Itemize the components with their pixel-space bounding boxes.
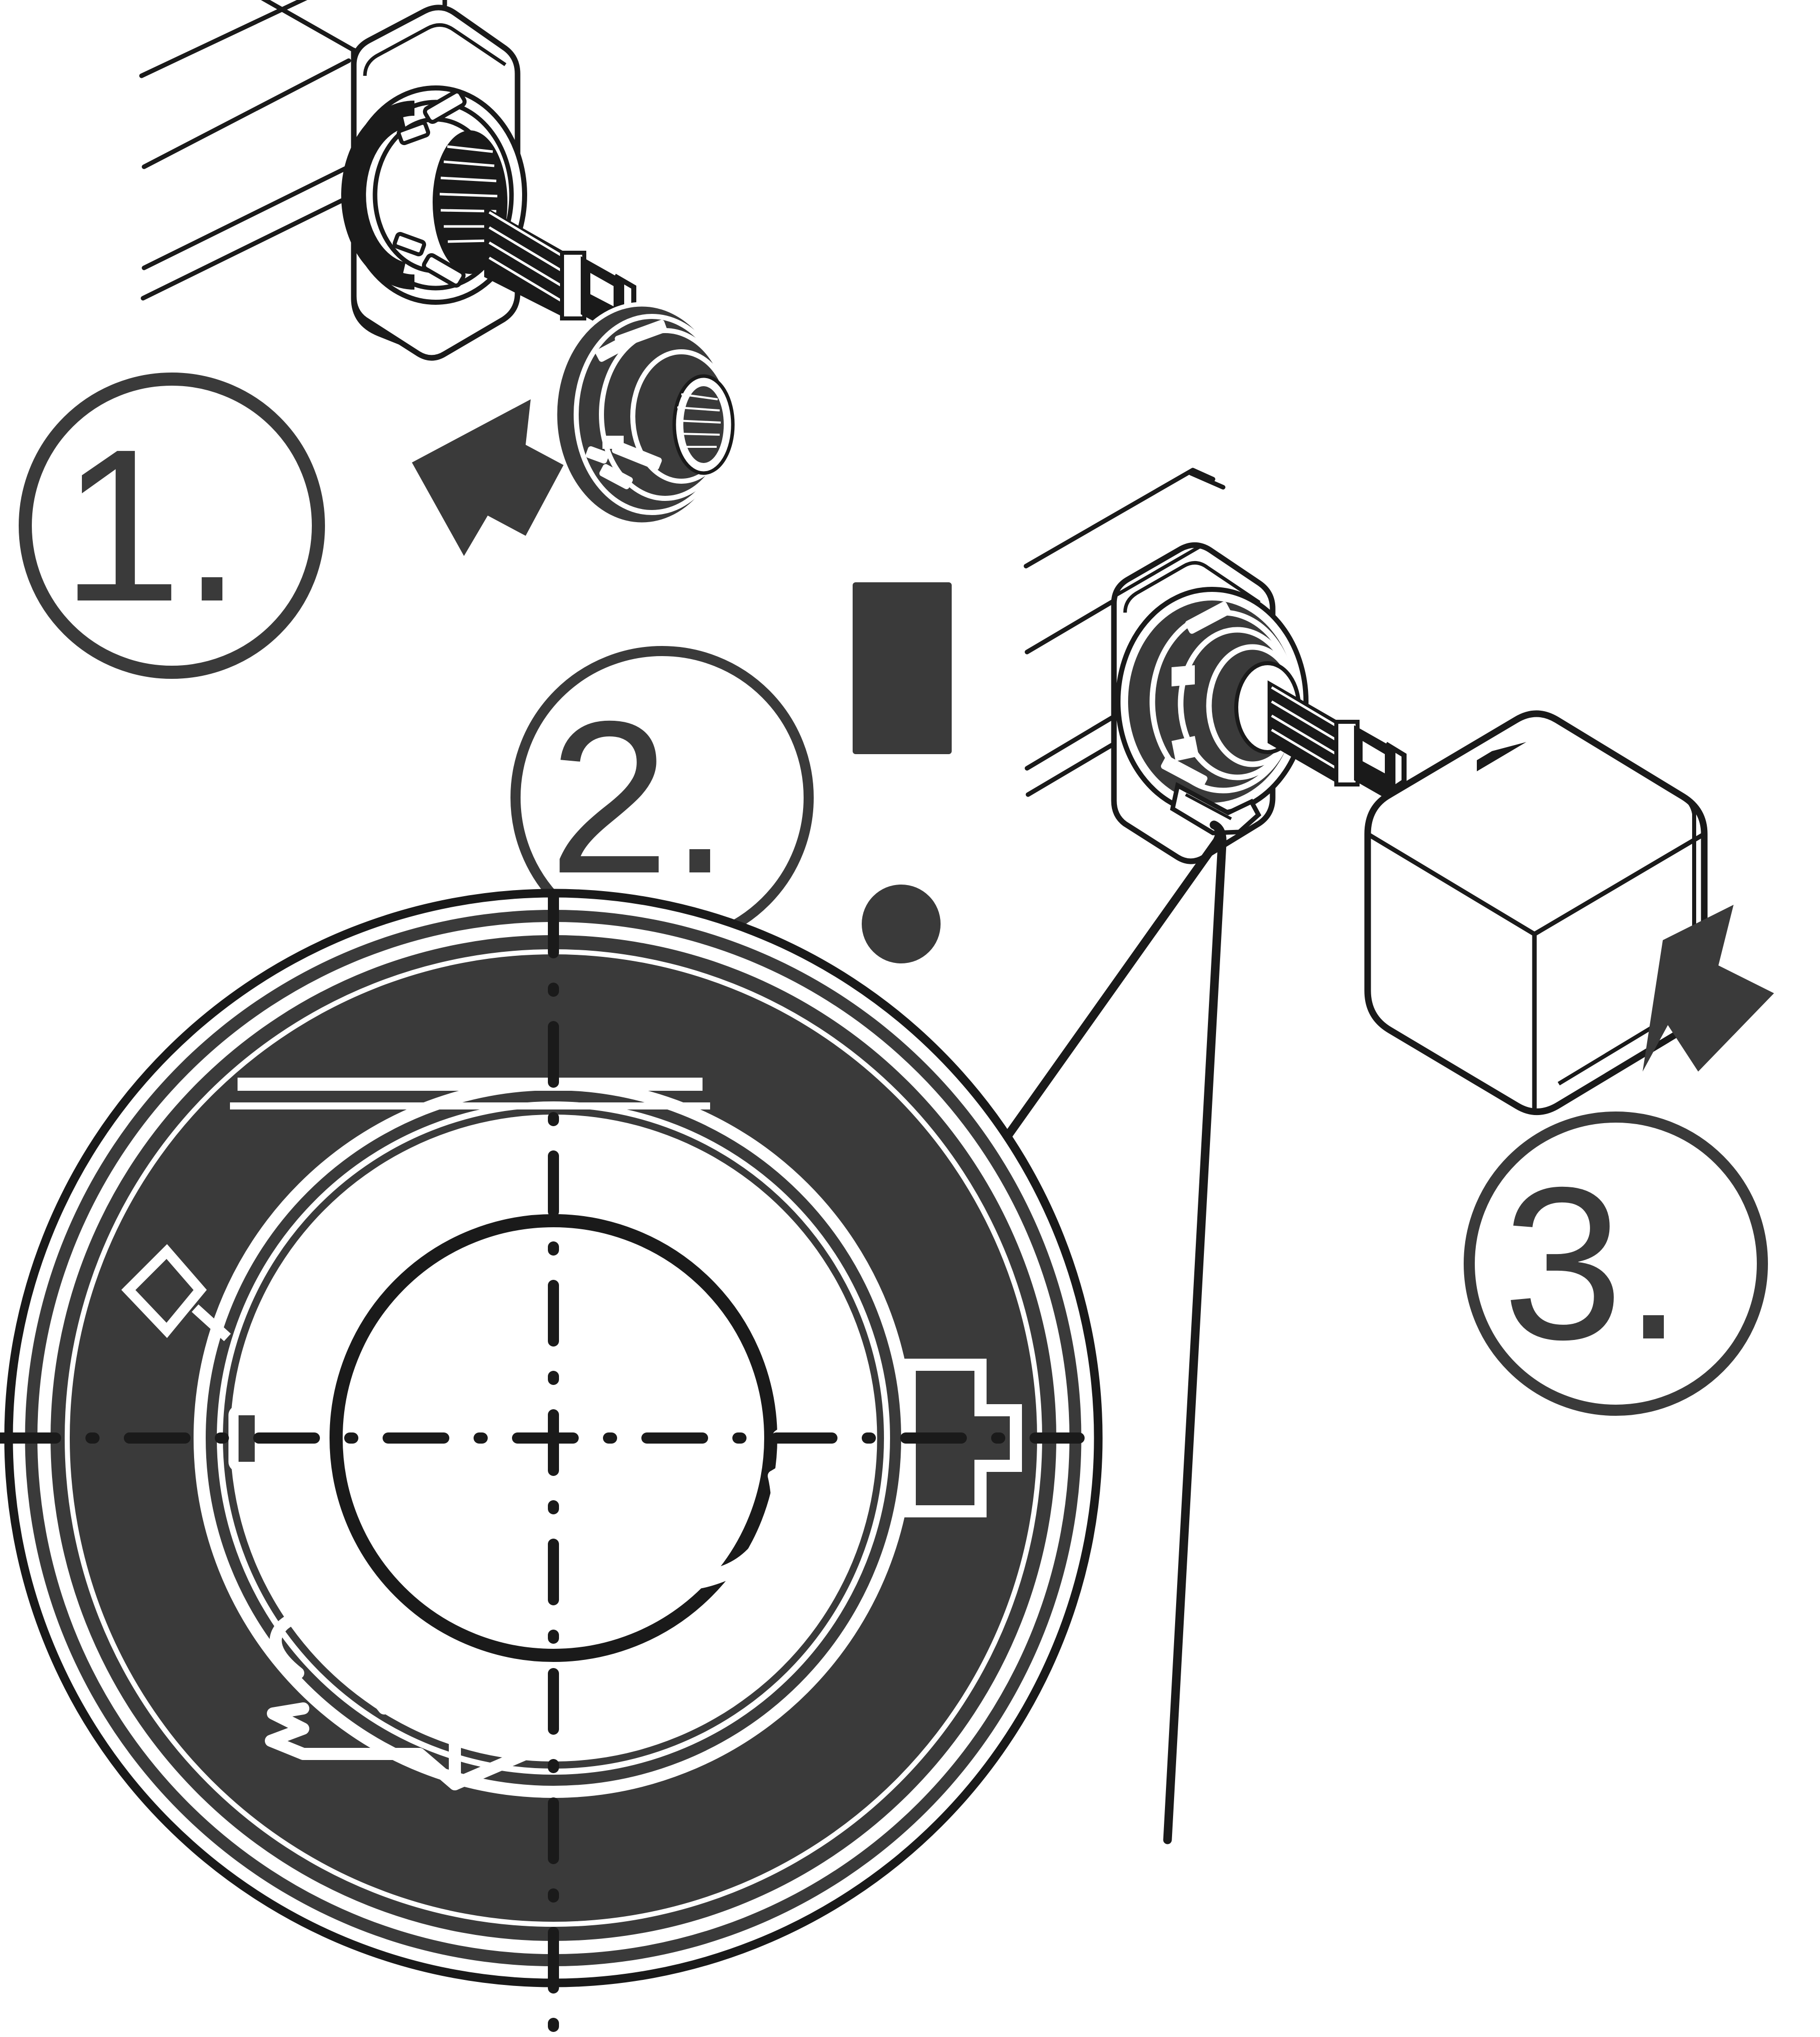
step-1-badge: 1.: [19, 373, 325, 679]
exclamation-dot: [862, 885, 941, 963]
detail-body-annulus: [25, 910, 1082, 1966]
actuator-slot: [1477, 742, 1526, 771]
step-1-badge-label: 1.: [61, 404, 243, 647]
step-2-badge: 2.: [510, 646, 814, 949]
push-on-arrow: [1643, 905, 1774, 1072]
adapter-ring: [552, 302, 735, 527]
valve-body-2: [1023, 468, 1226, 797]
step-3-badge-label: 3.: [1503, 1142, 1684, 1385]
valve-spindle-2: [1268, 680, 1407, 798]
dash-dot-centerlines: [0, 892, 1085, 2037]
alignment-notch-upper-left: [121, 1244, 231, 1341]
retaining-clip-lower-left: [265, 1611, 653, 1790]
valve-spindle-1: [484, 206, 636, 332]
step-3-badge: 3.: [1464, 1112, 1768, 1416]
valve-collar-orientation-detail: [0, 889, 1103, 2037]
step-2-badge-label: 2.: [549, 676, 730, 919]
pull-off-arrow: [412, 399, 564, 556]
exclamation-bar: [853, 582, 952, 754]
exclamation-mark-icon: [853, 582, 952, 963]
valve-collar-2: [1115, 587, 1309, 836]
detail-callout-leader: [905, 820, 1227, 1844]
